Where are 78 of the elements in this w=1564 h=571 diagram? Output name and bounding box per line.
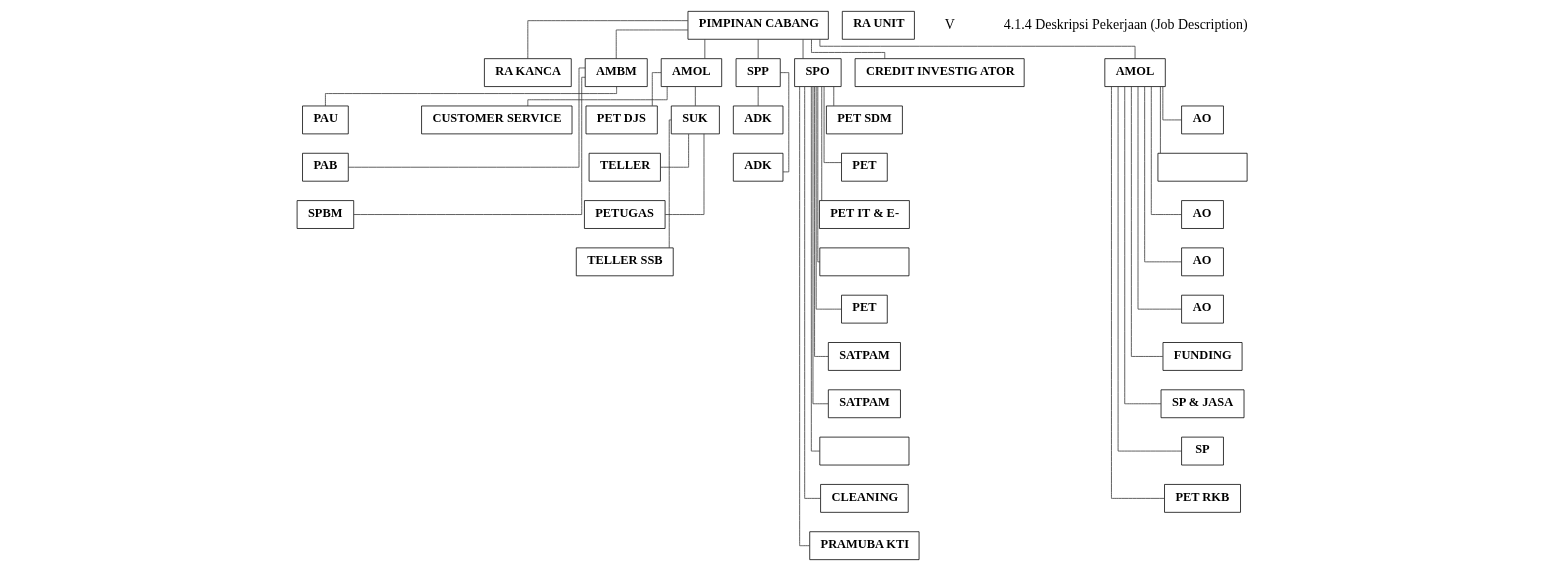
connector <box>325 86 617 107</box>
node-box: SUK <box>670 105 720 135</box>
node-box: CUSTOMER SERVICE <box>421 105 573 135</box>
connector <box>527 86 668 107</box>
connector <box>814 86 829 357</box>
node-box: ADK <box>732 152 784 182</box>
node-box: AO <box>1181 247 1224 277</box>
node-box: PET SDM <box>826 105 903 135</box>
node-box: PAU <box>302 105 349 135</box>
node-box: TELLER <box>588 152 661 182</box>
connector <box>815 86 842 310</box>
connector <box>780 72 790 173</box>
node-box <box>819 436 910 466</box>
node-box: TELLER SSB <box>575 247 674 277</box>
connector <box>799 86 810 547</box>
connector <box>804 86 821 499</box>
node-box: CREDIT INVESTIG ATOR <box>854 58 1025 87</box>
node-box: SP & JASA <box>1160 389 1245 419</box>
connector <box>1130 86 1164 357</box>
node-box: SATPAM <box>827 342 901 371</box>
connector <box>664 133 705 215</box>
connector <box>1160 86 1161 154</box>
connector <box>353 76 586 215</box>
connector <box>1124 86 1162 405</box>
node-box: PAB <box>302 152 349 182</box>
node-box: PRAMUBA KTI <box>809 531 920 561</box>
node-box: PET RKB <box>1164 484 1241 513</box>
node-box: PET IT & E- <box>819 200 910 229</box>
connector <box>615 29 689 60</box>
node-box: SPP <box>735 58 781 87</box>
connector <box>812 86 829 405</box>
node-box: AMOL <box>1104 58 1166 87</box>
connector <box>347 67 586 168</box>
connector <box>757 86 759 107</box>
connector <box>802 39 804 59</box>
node-box: AMBM <box>584 58 648 87</box>
node-box: PIMPINAN CABANG <box>687 10 829 40</box>
node-box: SPO <box>794 58 842 87</box>
node-box <box>1157 152 1248 182</box>
connector <box>823 86 842 163</box>
node-box: AO <box>1181 105 1224 135</box>
node-box: CLEANING <box>820 484 909 513</box>
node-box: PET DJS <box>585 105 658 135</box>
node-box: SATPAM <box>827 389 901 419</box>
node-box: PET <box>841 294 888 324</box>
node-box: ADK <box>732 105 784 135</box>
connector <box>821 86 823 201</box>
node-box: PETUGAS <box>584 200 666 229</box>
node-box <box>819 247 910 277</box>
connector <box>1137 86 1182 310</box>
connector <box>817 86 821 263</box>
connector <box>833 86 835 107</box>
connector <box>660 133 689 168</box>
node-box: FUNDING <box>1162 342 1243 371</box>
connector <box>757 39 759 59</box>
node-box: RA KANCA <box>484 58 572 87</box>
connector <box>819 39 1136 59</box>
node-box: AO <box>1181 200 1224 229</box>
node-box: AMOL <box>660 58 723 87</box>
connector <box>1111 86 1165 499</box>
node-box: SP <box>1181 436 1224 466</box>
connector <box>1117 86 1182 452</box>
node-box: AO <box>1181 294 1224 324</box>
node-box: SPBM <box>296 200 355 229</box>
node-box: RA UNIT <box>841 10 915 40</box>
label: 4.1.4 Deskripsi Pekerjaan (Job Description) <box>1003 16 1248 32</box>
connector <box>668 119 672 249</box>
connector <box>651 72 662 107</box>
connector <box>1150 86 1182 215</box>
connector <box>811 39 886 59</box>
node-box: PET <box>841 152 888 182</box>
connector <box>810 86 820 452</box>
connector <box>694 86 696 107</box>
label: V <box>944 16 955 32</box>
connector <box>1162 86 1182 121</box>
connector <box>527 20 689 59</box>
connector <box>1144 86 1182 263</box>
connector <box>704 39 706 59</box>
